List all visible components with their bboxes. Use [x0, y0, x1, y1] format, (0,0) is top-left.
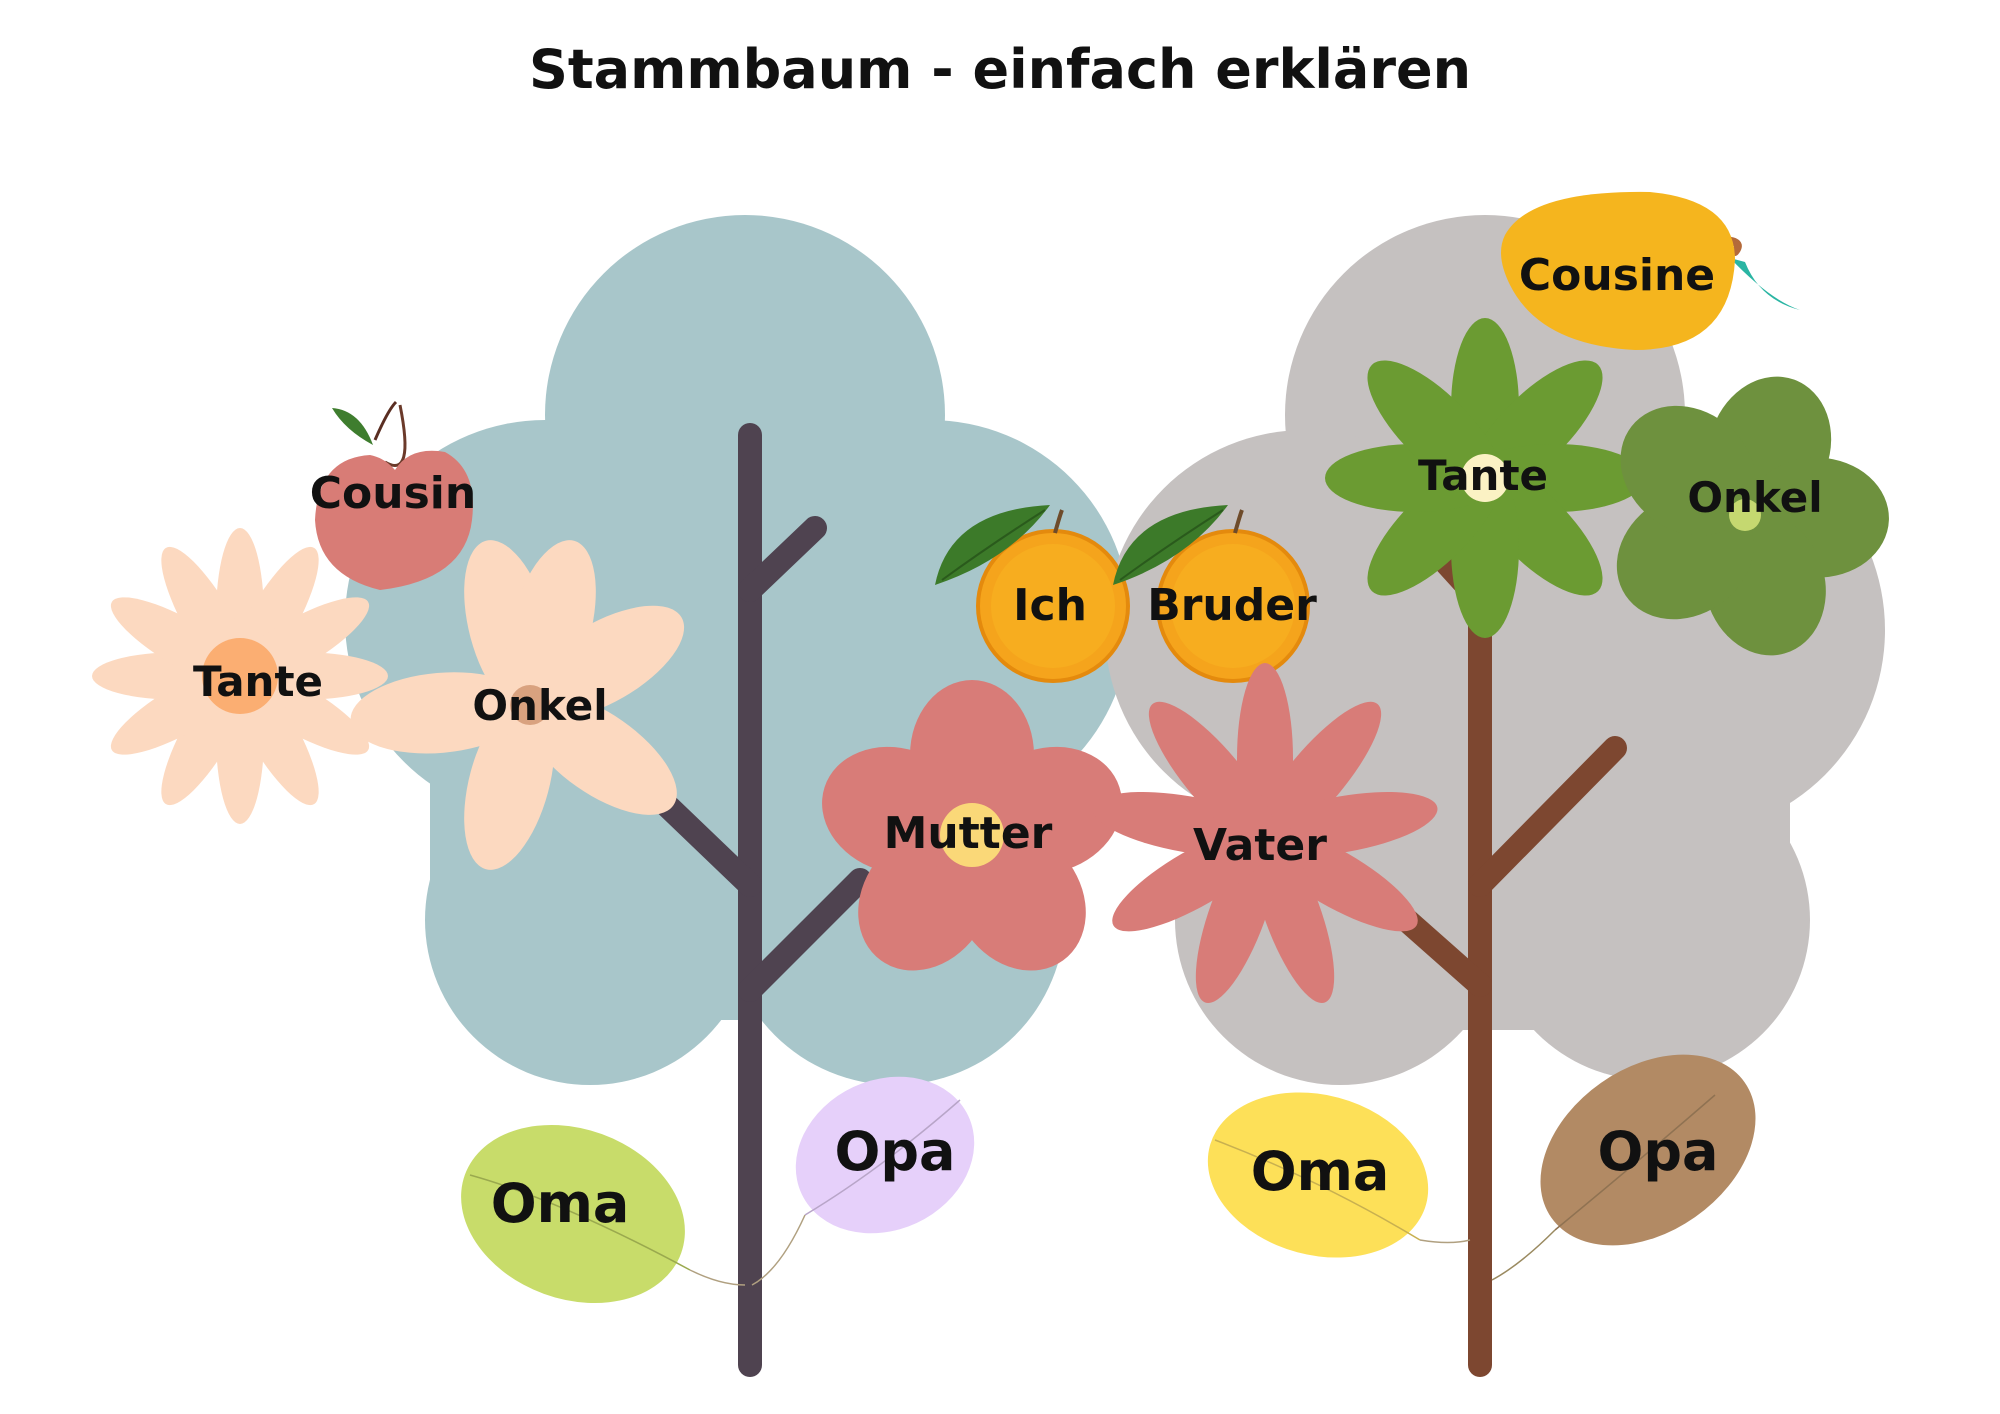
page-title: Stammbaum - einfach erklären	[528, 38, 1472, 101]
vater-label: Vater	[1193, 820, 1327, 871]
leaf-icon-opa-left	[751, 1076, 975, 1286]
cousine-right-label: Cousine	[1519, 250, 1715, 301]
tante-left-label: Tante	[193, 657, 323, 706]
opa-left-label: Opa	[835, 1120, 956, 1183]
oma-left-label: Oma	[491, 1172, 630, 1235]
peach-icon	[315, 400, 473, 590]
orange-fruit-icon-bruder	[1113, 505, 1310, 683]
onkel-right-label: Onkel	[1687, 473, 1822, 522]
flower-icon-vater	[1092, 663, 1438, 1003]
mutter-label: Mutter	[884, 808, 1053, 859]
oma-right-label: Oma	[1251, 1140, 1390, 1203]
daisy-flower-icon	[92, 528, 388, 824]
green-flower-icon-tante	[1325, 318, 1645, 638]
leaf-icon-oma-right	[1207, 1092, 1471, 1258]
flower-icon-onkel-left	[350, 540, 685, 870]
bruder-label: Bruder	[1147, 580, 1317, 631]
onkel-left-label: Onkel	[472, 681, 607, 730]
leaf-icon-oma-left	[461, 1124, 746, 1304]
orange-fruit-icon-ich	[935, 505, 1130, 683]
opa-right-label: Opa	[1598, 1120, 1719, 1183]
leaf-icon-opa-right	[1491, 1054, 1756, 1281]
green-flower-icon-onkel	[1616, 376, 1889, 656]
cousin-left-label: Cousin	[310, 468, 476, 519]
mango-icon	[1501, 191, 1800, 350]
ich-label: Ich	[1013, 580, 1087, 631]
flower-icon-mutter	[822, 680, 1122, 971]
tante-right-label: Tante	[1418, 451, 1548, 500]
